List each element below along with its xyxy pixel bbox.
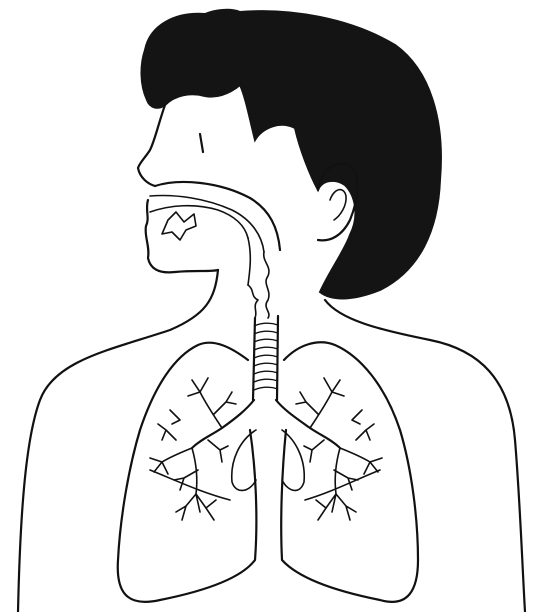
- face-profile: [138, 105, 165, 186]
- throat-back: [248, 238, 250, 285]
- ear-inner: [330, 190, 346, 220]
- tongue: [162, 212, 196, 240]
- eye: [200, 134, 203, 152]
- trachea-left-wall: [253, 318, 255, 400]
- hair: [141, 10, 440, 299]
- body-outline-right: [325, 300, 525, 612]
- trachea-rings: [254, 323, 278, 390]
- larynx: [248, 285, 258, 318]
- pharynx: [264, 252, 269, 318]
- left-lung: [118, 343, 257, 602]
- trachea-right-wall: [277, 316, 278, 400]
- right-lung: [281, 342, 418, 602]
